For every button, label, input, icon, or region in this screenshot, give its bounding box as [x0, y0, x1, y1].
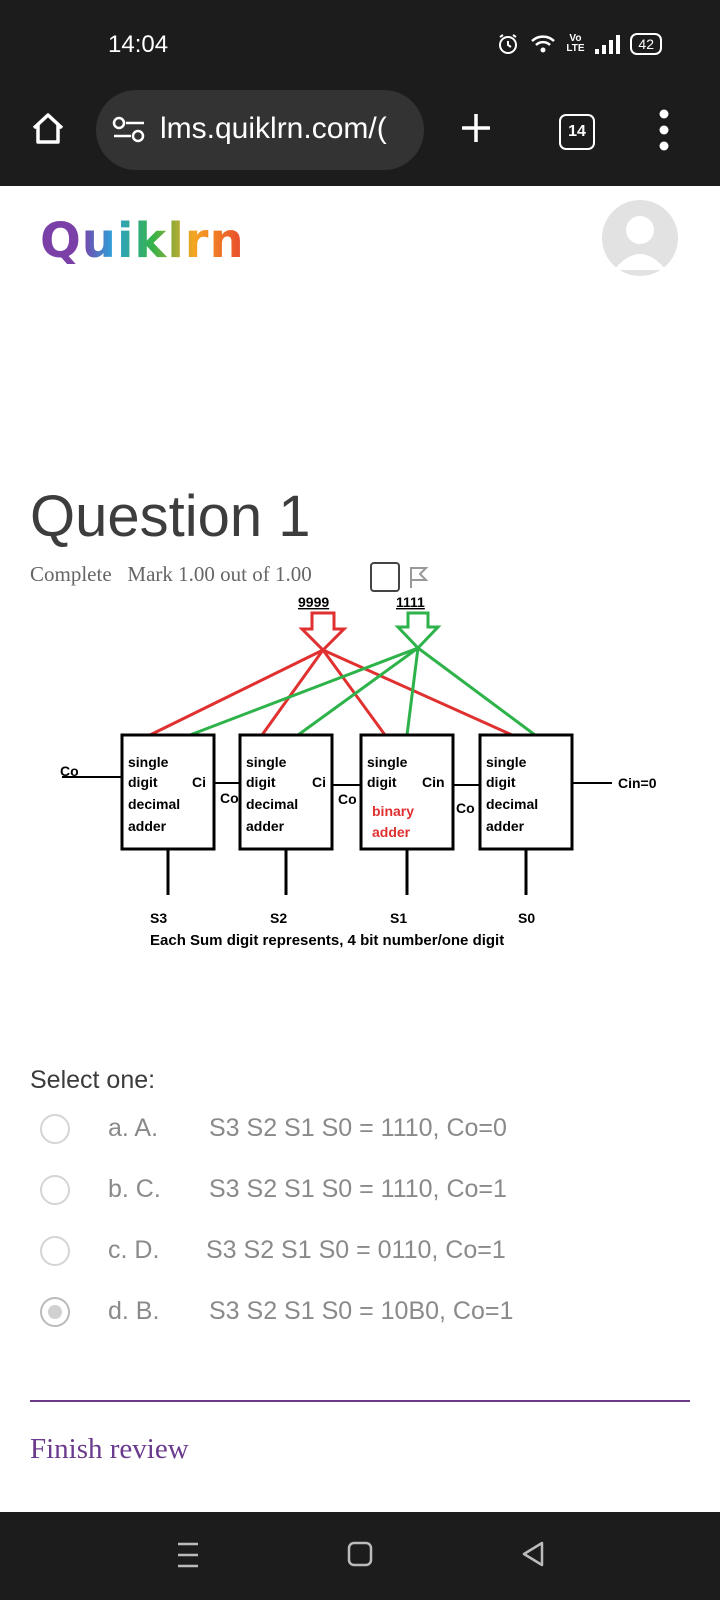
adder-2-line-3: decimal — [246, 796, 298, 812]
home-icon[interactable] — [28, 108, 68, 148]
site-logo[interactable]: Quiklrn — [40, 213, 245, 269]
status-time: 14:04 — [108, 31, 169, 58]
wifi-icon — [531, 35, 556, 53]
url-text: lms.quiklrn.com/( — [160, 112, 387, 145]
adder-box-0 — [478, 733, 574, 851]
sum-s1-label: S1 — [390, 910, 407, 926]
question-mark: Mark 1.00 out of 1.00 — [127, 562, 312, 586]
finish-review-link[interactable]: Finish review — [30, 1433, 189, 1465]
adder-1-carry-out: Co — [338, 791, 357, 807]
adder-2-line-1: single — [246, 754, 287, 770]
adder-3-line-4: adder — [128, 818, 167, 834]
adder-0-line-3: decimal — [486, 796, 538, 812]
tab-switcher-button[interactable]: 14 — [559, 114, 595, 150]
new-tab-icon[interactable] — [458, 110, 494, 146]
adder-0-line-4: adder — [486, 818, 525, 834]
adder-3-line-2: digit — [128, 774, 158, 790]
status-icons: Vo LTE 42 — [496, 32, 662, 56]
answer-letter-d: d. B. — [108, 1297, 160, 1325]
adder-1-line-3: binary — [372, 803, 414, 819]
back-icon[interactable] — [520, 1540, 546, 1568]
answer-radio-a[interactable] — [40, 1114, 70, 1144]
adder-0-line-2: digit — [486, 774, 516, 790]
more-options-icon[interactable] — [658, 108, 670, 152]
battery-indicator: 42 — [630, 33, 662, 55]
logo-text: Quiklrn — [40, 213, 245, 269]
adder-0-line-1: single — [486, 754, 527, 770]
sum-wires — [166, 849, 528, 895]
question-title: Question 1 — [30, 484, 311, 549]
divider — [30, 1400, 690, 1402]
alarm-icon — [499, 34, 518, 54]
answer-radio-d-selected[interactable] — [40, 1297, 70, 1327]
answer-radio-c[interactable] — [40, 1236, 70, 1266]
green-input-arrow — [394, 611, 442, 651]
cin-label: Cin=0 — [618, 775, 657, 791]
answer-radio-b[interactable] — [40, 1175, 70, 1205]
adder-1-line-1: single — [367, 754, 408, 770]
site-settings-icon[interactable] — [112, 116, 146, 144]
answer-text-a: S3 S2 S1 S0 = 1110, Co=0 — [209, 1114, 507, 1142]
red-input-arrow — [298, 611, 348, 653]
input-a-label: 9999 — [298, 595, 329, 610]
adder-3-line-1: single — [128, 754, 169, 770]
adder-2-line-2: digit — [246, 774, 276, 790]
adder-box-3 — [120, 733, 216, 851]
adder-box-2 — [238, 733, 334, 851]
carry-out-label: Co — [60, 763, 79, 779]
adder-3-carry-in: Ci — [192, 774, 206, 790]
answer-text-d: S3 S2 S1 S0 = 10B0, Co=1 — [209, 1297, 514, 1325]
adder-diagram: 9999 1111 Co Cin=0 — [60, 595, 657, 949]
volte-label: Vo LTE — [566, 33, 585, 54]
system-nav-bar — [0, 1512, 720, 1600]
answer-letter-a: a. A. — [108, 1114, 159, 1142]
diagram-caption: Each Sum digit represents, 4 bit number/… — [150, 932, 504, 949]
sum-s0-label: S0 — [518, 910, 535, 926]
adder-3-line-3: decimal — [128, 796, 180, 812]
input-b-label: 1111 — [396, 595, 425, 610]
question-info: Complete Mark 1.00 out of 1.00 — [30, 562, 312, 587]
home-button-icon[interactable] — [347, 1541, 373, 1567]
signal-icon — [595, 35, 621, 54]
adder-2-carry-out: Co — [220, 790, 239, 806]
question-state: Complete — [30, 562, 112, 586]
answer-text-c: S3 S2 S1 S0 = 0110, Co=1 — [206, 1236, 506, 1264]
adder-1-line-2: digit — [367, 774, 397, 790]
answer-text-b: S3 S2 S1 S0 = 1110, Co=1 — [209, 1175, 507, 1203]
select-one-label: Select one: — [30, 1066, 156, 1094]
sum-s2-label: S2 — [270, 910, 287, 926]
green-wires — [189, 646, 536, 737]
user-icon — [614, 216, 666, 270]
address-bar[interactable]: lms.quiklrn.com/( — [96, 90, 424, 170]
status-bar: 14:04 Vo LTE 42 — [0, 0, 720, 90]
red-wires — [149, 648, 513, 737]
adder-1-carry-in: Cin — [422, 774, 445, 790]
browser-toolbar: lms.quiklrn.com/( 14 — [0, 90, 720, 186]
user-avatar[interactable] — [602, 200, 678, 276]
sum-s3-label: S3 — [150, 910, 167, 926]
recent-apps-icon[interactable] — [176, 1540, 200, 1570]
flag-question-checkbox[interactable] — [370, 562, 400, 592]
carry-wires — [62, 776, 612, 786]
adder-0-carry-out: Co — [456, 800, 475, 816]
adder-2-carry-in: Ci — [312, 774, 326, 790]
answer-letter-c: c. D. — [108, 1236, 160, 1264]
adder-1-line-4: adder — [372, 824, 411, 840]
answer-letter-b: b. C. — [108, 1175, 161, 1203]
adder-2-line-4: adder — [246, 818, 285, 834]
flag-icon[interactable] — [406, 564, 432, 590]
